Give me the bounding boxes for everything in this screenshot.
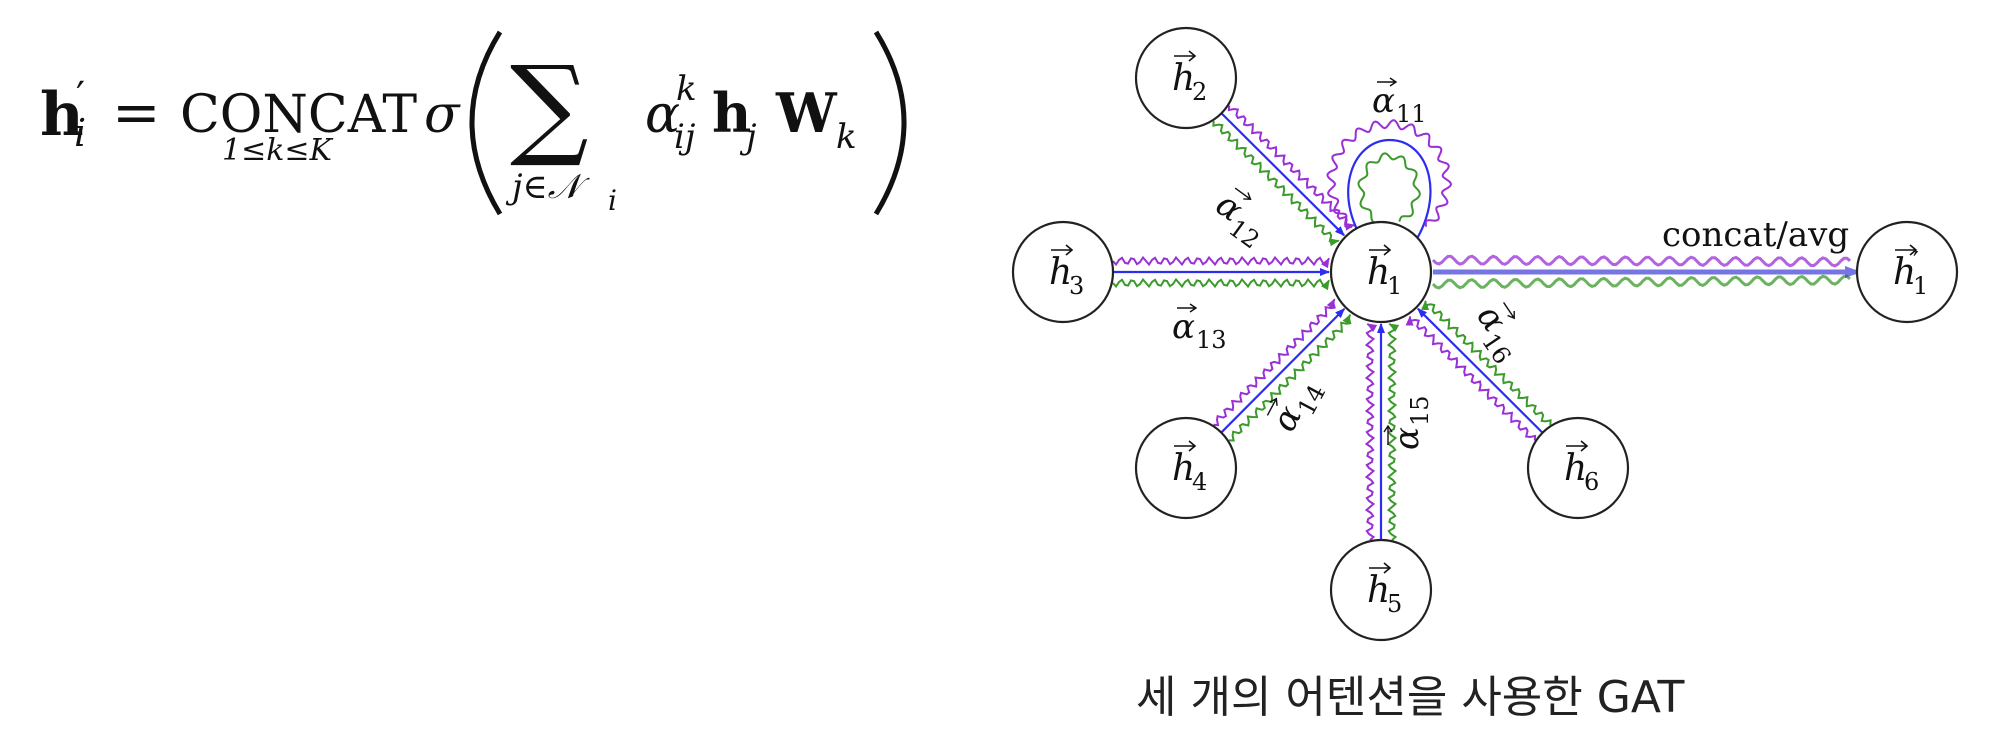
label-subscript: 11 [1396, 100, 1427, 128]
vector-arrow-icon [1377, 77, 1398, 87]
node-symbol: h [1172, 58, 1195, 99]
formula-concat-range: 1≤k≤K [222, 133, 334, 168]
node-symbol: h [1367, 252, 1390, 293]
formula-equals: = [112, 78, 161, 146]
vector-arrow-icon [1895, 244, 1918, 256]
edge-h6-purple [1405, 315, 1537, 441]
node-circle [1329, 538, 1433, 642]
vector-arrow-icon [1177, 303, 1198, 313]
vector-arrow-icon [1369, 244, 1392, 256]
formula-sigma: σ [424, 85, 461, 145]
formula-alpha-sub: ij [674, 117, 696, 157]
output-wave-purple [1431, 254, 1851, 268]
label-a12: α12 [1208, 184, 1264, 254]
node-symbol: h [1049, 252, 1072, 293]
edge-h5-purple [1364, 323, 1378, 541]
node-symbol: h [1564, 448, 1587, 489]
output-edge [1431, 254, 1861, 290]
node-circle [1011, 220, 1115, 324]
vector-arrow-icon [1383, 424, 1393, 445]
vector-arrow-icon [1266, 397, 1278, 416]
node-h1prime: h′1 [1855, 220, 1959, 324]
node-symbol: h [1893, 252, 1916, 293]
label-alpha: α [1172, 307, 1195, 347]
formula-lhs-sub: i [74, 111, 86, 155]
formula-sum-range: j∈𝒩 [505, 167, 591, 207]
output-label: concat/avg [1662, 215, 1849, 255]
formula-sum-range-sub: i [608, 184, 617, 217]
vector-arrow-icon [1503, 302, 1515, 320]
node-symbol: h [1367, 570, 1390, 611]
label-alpha: α [1372, 81, 1395, 121]
formula-left-paren [469, 30, 503, 216]
formula-right-paren [873, 30, 907, 216]
node-h6: h6 [1526, 416, 1630, 520]
edge-h6-blue [1417, 307, 1544, 434]
node-subscript: 1 [1387, 272, 1402, 300]
label-alpha: α [1387, 427, 1427, 450]
node-subscript: 5 [1387, 590, 1402, 618]
vector-arrow-icon [1174, 440, 1197, 452]
node-subscript: 3 [1069, 272, 1084, 300]
node-symbol: h [1172, 448, 1195, 489]
node-subscript: 2 [1192, 78, 1207, 106]
node-h3: h3 [1011, 220, 1115, 324]
edge-h2-purple [1227, 105, 1356, 231]
attention-edges [1112, 105, 1552, 541]
node-circle [1134, 416, 1238, 520]
edge-h4-purple [1213, 298, 1336, 427]
formula-lhs-h: h [40, 80, 84, 150]
self-loop-purple [1326, 119, 1453, 229]
figure-caption: 세 개의 어텐션을 사용한 GAT [1136, 672, 1685, 723]
label-a16: α16 [1468, 298, 1516, 370]
formula-alpha-sup: k [676, 69, 697, 109]
edge-h6-green [1421, 300, 1552, 425]
vector-arrow-icon [1566, 440, 1589, 452]
node-subscript: 4 [1192, 468, 1207, 496]
multihead-attention-formula: h ′ i = CONCAT 1≤k≤K σ ∑ j∈𝒩 i α k ij h … [40, 30, 907, 217]
edge-h2-blue [1220, 112, 1345, 237]
formula-h: h [712, 81, 751, 145]
formula-sum: ∑ [510, 42, 589, 170]
vector-arrow-icon [1051, 244, 1074, 256]
edge-h3-green [1112, 277, 1330, 291]
self-loop-blue [1347, 138, 1432, 253]
node-h2: h2 [1134, 26, 1238, 130]
node-h5: h5 [1329, 538, 1433, 642]
node-subscript: 6 [1584, 468, 1599, 496]
label-a15: α15 [1383, 395, 1434, 450]
formula-concat: CONCAT [180, 85, 417, 145]
label-subscript: 15 [1406, 395, 1434, 426]
node-circle [1855, 220, 1959, 324]
self-loop-green [1357, 152, 1421, 224]
node-prime: ′ [1913, 247, 1919, 277]
vector-arrow-icon [1234, 187, 1252, 200]
node-h1: h1 [1329, 220, 1433, 324]
formula-lhs-prime: ′ [76, 74, 85, 120]
node-circle [1526, 416, 1630, 520]
vector-arrow-icon [1174, 50, 1197, 62]
node-h4: h4 [1134, 416, 1238, 520]
output-wave-green [1431, 274, 1851, 290]
formula-w-sub: k [836, 117, 857, 157]
edge-h4-blue [1220, 308, 1346, 434]
node-subscript: 1 [1913, 272, 1928, 300]
edge-h4-green [1229, 313, 1352, 442]
edge-h5-green [1386, 323, 1400, 541]
edge-h3-purple [1112, 255, 1330, 269]
self-loop-edges [1326, 119, 1453, 253]
formula-alpha: α [645, 85, 680, 145]
vector-arrow-icon [1369, 562, 1392, 574]
edge-h2-green [1212, 121, 1340, 247]
node-circle [1329, 220, 1433, 324]
label-subscript: 13 [1196, 326, 1227, 354]
node-circle [1134, 26, 1238, 130]
formula-w: W [775, 81, 838, 145]
